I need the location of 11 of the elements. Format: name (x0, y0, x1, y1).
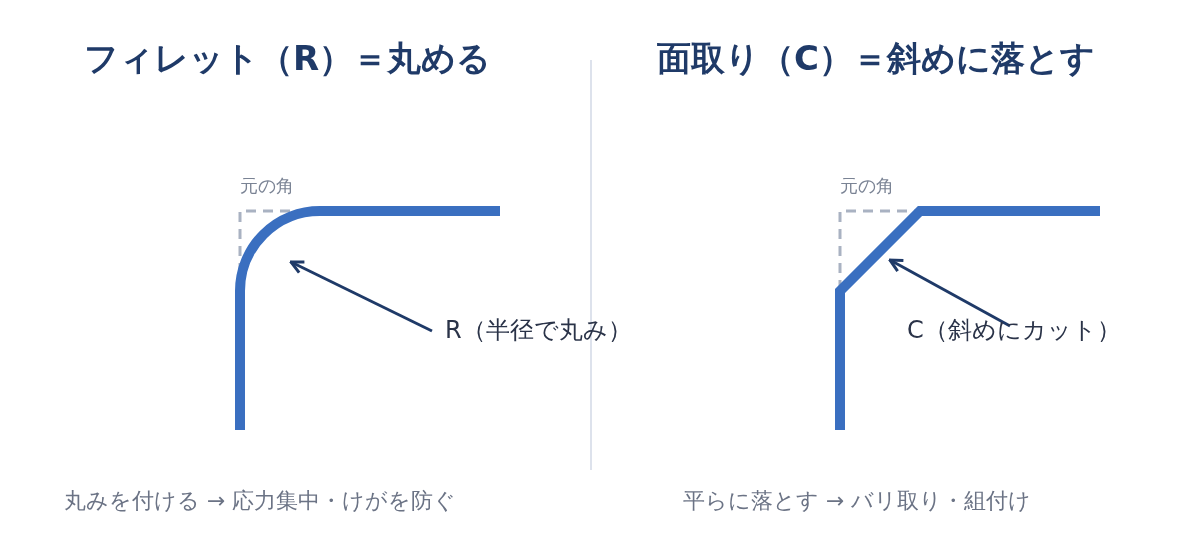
heading: 面取り（C）＝斜めに落とす (657, 38, 1095, 79)
corner-label: 元の角 (840, 175, 894, 197)
leader-arrow (289, 260, 433, 333)
callout-label: R（半径で丸み） (445, 316, 632, 345)
heading: フィレット（R）＝丸める (84, 38, 492, 79)
leader-arrow (888, 258, 1011, 328)
callout-label: C（斜めにカット） (907, 316, 1121, 345)
corner-label: 元の角 (240, 175, 294, 197)
caption-text: 平らに落とす → バリ取り・組付け (683, 488, 1032, 515)
caption-text: 丸みを付ける → 応力集中・けがを防ぐ (64, 488, 457, 515)
chamfer-profile-line (835, 206, 1100, 430)
